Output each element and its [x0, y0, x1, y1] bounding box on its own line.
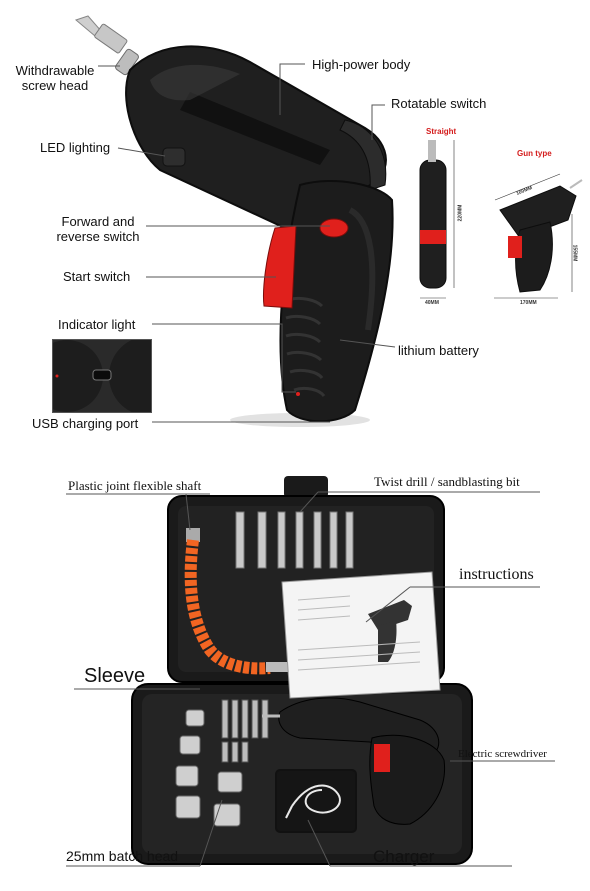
- leader-lines-top: [98, 63, 396, 423]
- indicator-led: [296, 392, 300, 396]
- gun-type-view: [494, 173, 583, 299]
- label-rotatable-switch: Rotatable switch: [391, 96, 487, 111]
- flex-shaft: [184, 528, 288, 675]
- label-high-power-body: High-power body: [312, 57, 411, 72]
- usb-icon: [92, 369, 112, 381]
- label-charger: Charger: [373, 847, 435, 866]
- gun-width-dim: 170MM: [520, 300, 537, 306]
- label-electric-screwdriver: Electric screwdriver: [458, 748, 547, 760]
- led-lens: [162, 147, 186, 167]
- gun-type-title: Gun type: [517, 149, 552, 158]
- gun-height-dim: 155MM: [571, 244, 578, 262]
- label-forward-reverse-switch: Forward and reverse switch: [56, 214, 140, 244]
- screw-bit-icon: [74, 15, 139, 76]
- label-flexible-shaft: Plastic joint flexible shaft: [68, 478, 202, 493]
- straight-title: Straight: [426, 127, 457, 136]
- charger-cable: [275, 769, 357, 833]
- label-lithium-battery: lithium battery: [398, 343, 479, 358]
- straight-width-dim: 40MM: [425, 300, 439, 306]
- straight-height-dim: 220MM: [457, 204, 464, 222]
- drill-bits: [235, 511, 354, 569]
- sleeve-sockets: [175, 709, 243, 827]
- label-batch-head: 25mm batch head: [66, 848, 179, 864]
- drill-body: [125, 45, 394, 423]
- usb-port-inset: [52, 339, 152, 413]
- label-start-switch: Start switch: [63, 269, 131, 284]
- label-usb-charging-port: USB charging port: [32, 416, 139, 431]
- forward-reverse-switch: [319, 218, 349, 238]
- label-indicator-light: Indicator light: [58, 317, 136, 332]
- label-withdrawable-screw-head: Withdrawable screw head: [15, 63, 95, 93]
- label-twist-drill: Twist drill / sandblasting bit: [374, 474, 520, 489]
- label-led-lighting: LED lighting: [40, 140, 111, 155]
- leader-lines-bottom: [66, 491, 555, 867]
- start-trigger: [263, 225, 297, 309]
- case-screwdriver: [262, 697, 446, 825]
- label-sleeve: Sleeve: [84, 665, 146, 687]
- instruction-manual: [281, 571, 441, 699]
- label-instructions: instructions: [459, 566, 534, 583]
- straight-type-view: [419, 140, 455, 299]
- batch-heads: [221, 699, 269, 763]
